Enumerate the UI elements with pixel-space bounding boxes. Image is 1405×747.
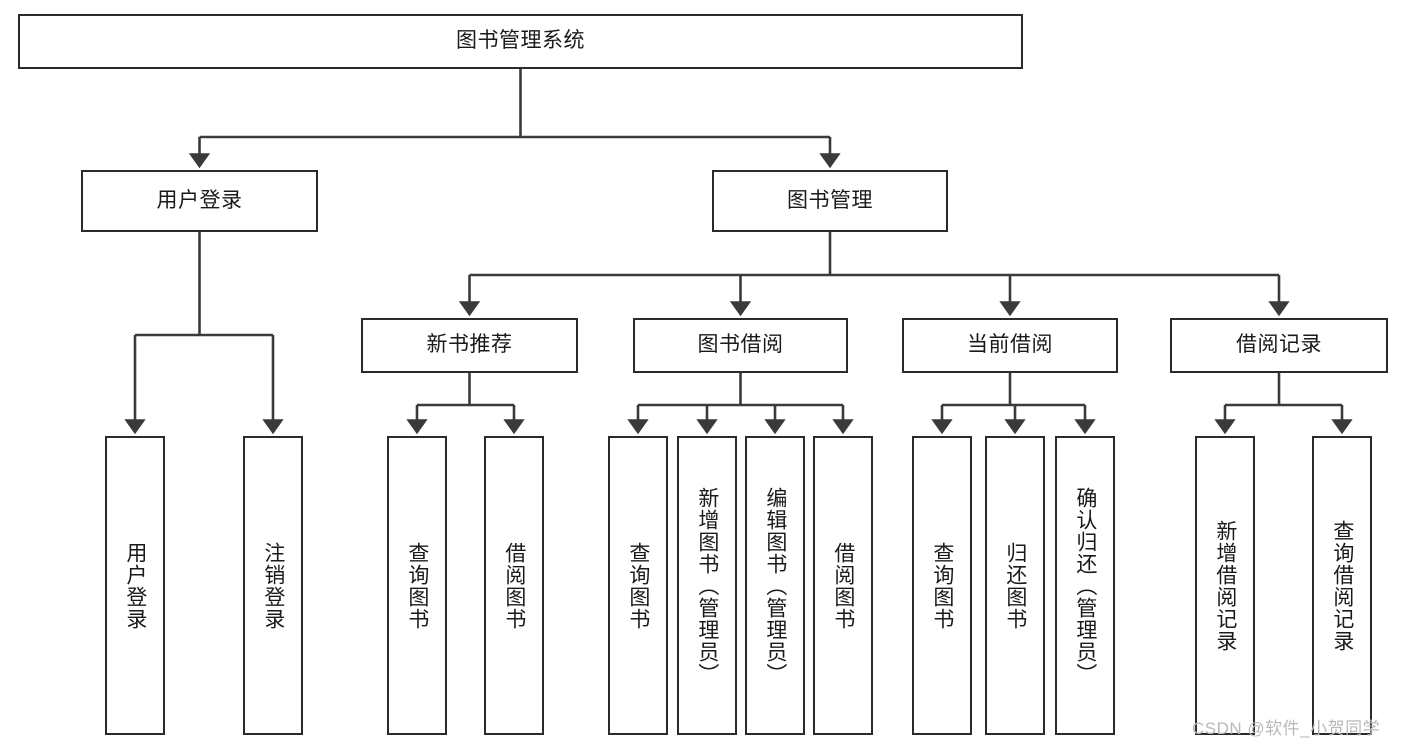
- node-leaf-9[interactable]: 归还图书: [985, 436, 1045, 735]
- node-l3-0[interactable]: 新书推荐: [361, 318, 578, 373]
- node-label: 查询图书: [626, 541, 650, 630]
- node-label: 确认归还（管理员）: [1073, 486, 1097, 685]
- node-l3-3[interactable]: 借阅记录: [1170, 318, 1388, 373]
- node-leaf-11[interactable]: 新增借阅记录: [1195, 436, 1255, 735]
- node-label: 用户登录: [156, 188, 243, 212]
- node-leaf-5[interactable]: 新增图书（管理员）: [677, 436, 737, 735]
- node-l3-1[interactable]: 图书借阅: [633, 318, 848, 373]
- node-label: 注销登录: [261, 541, 285, 630]
- node-leaf-3[interactable]: 借阅图书: [484, 436, 544, 735]
- node-label: 归还图书: [1003, 541, 1027, 630]
- node-label: 借阅图书: [831, 541, 855, 630]
- node-label: 借阅记录: [1236, 333, 1322, 357]
- node-label: 查询图书: [930, 541, 954, 630]
- node-leaf-10[interactable]: 确认归还（管理员）: [1055, 436, 1115, 735]
- node-label: 查询借阅记录: [1330, 519, 1354, 652]
- node-label: 借阅图书: [502, 541, 526, 630]
- node-label: 编辑图书（管理员）: [763, 486, 787, 685]
- node-leaf-0[interactable]: 用户登录: [105, 436, 165, 735]
- node-leaf-8[interactable]: 查询图书: [912, 436, 972, 735]
- node-label: 新增借阅记录: [1213, 519, 1237, 652]
- node-l2-0[interactable]: 用户登录: [81, 170, 318, 232]
- node-label: 图书管理: [787, 188, 873, 212]
- node-leaf-6[interactable]: 编辑图书（管理员）: [745, 436, 805, 735]
- node-label: 用户登录: [123, 541, 147, 630]
- node-leaf-4[interactable]: 查询图书: [608, 436, 668, 735]
- node-label: 新增图书（管理员）: [695, 486, 719, 685]
- node-leaf-1[interactable]: 注销登录: [243, 436, 303, 735]
- node-label: 当前借阅: [967, 333, 1053, 357]
- node-leaf-7[interactable]: 借阅图书: [813, 436, 873, 735]
- node-label: 新书推荐: [426, 333, 513, 357]
- node-label: 图书借阅: [697, 333, 784, 357]
- node-l2-1[interactable]: 图书管理: [712, 170, 948, 232]
- node-leaf-2[interactable]: 查询图书: [387, 436, 447, 735]
- node-label: 查询图书: [405, 541, 429, 630]
- node-label: 图书管理系统: [456, 29, 585, 53]
- node-root-图书管理系统[interactable]: 图书管理系统: [18, 14, 1023, 69]
- node-l3-2[interactable]: 当前借阅: [902, 318, 1118, 373]
- node-leaf-12[interactable]: 查询借阅记录: [1312, 436, 1372, 735]
